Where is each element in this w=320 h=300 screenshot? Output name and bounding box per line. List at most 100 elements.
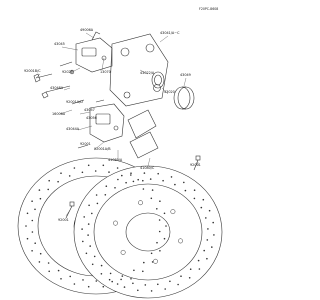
- caliper-body-upper: [75, 31, 113, 73]
- disc-hole: [73, 283, 76, 285]
- disc-hole: [102, 285, 105, 288]
- disc-hole: [116, 167, 119, 169]
- disc-hole: [142, 188, 145, 190]
- disc-hole: [121, 275, 124, 277]
- part-label-92001c: 92001A/B: [94, 147, 111, 151]
- disc-hole: [180, 275, 182, 278]
- disc-hole: [130, 174, 132, 176]
- disc-hole: [188, 277, 191, 279]
- disc-hole: [114, 187, 116, 189]
- disc-hole: [111, 280, 113, 283]
- part-label-43048a: 43048A: [50, 86, 64, 90]
- disc-hole: [212, 221, 214, 224]
- disc-hole: [89, 245, 91, 247]
- part-label-49006a: 49006A: [80, 28, 94, 32]
- disc-hole: [159, 250, 161, 252]
- disc-hole: [159, 200, 161, 202]
- disc-hole: [100, 264, 103, 267]
- part-label-43044a: 43044A: [66, 127, 80, 131]
- disc-hole: [151, 189, 154, 191]
- part-label-43049: 43049: [180, 73, 191, 77]
- disc-hole: [143, 261, 145, 264]
- disc-mount-hole: [120, 249, 126, 255]
- disc-hole: [158, 230, 161, 233]
- disc-hole: [183, 181, 185, 184]
- disc-hole: [165, 225, 167, 227]
- disc-hole: [83, 216, 85, 218]
- disc-hole: [211, 246, 213, 248]
- disc-hole: [164, 288, 166, 290]
- disc-hole: [91, 212, 93, 215]
- disc-hole: [94, 170, 97, 172]
- disc-hole: [125, 181, 127, 184]
- disc-hole: [95, 194, 98, 196]
- disc-hole: [158, 219, 161, 221]
- disc-hole: [156, 208, 158, 210]
- disc-hole: [142, 270, 144, 273]
- disc-hole: [202, 198, 205, 201]
- part-label-43056: 43056: [86, 116, 97, 120]
- disc-hole: [144, 284, 147, 286]
- disc-hole: [108, 278, 111, 281]
- figure-code: F20PC-8608: [199, 7, 219, 11]
- parts-diagram-page: F20PC-8608 49006A 43041/A~C 43045 92001B…: [17, 7, 223, 299]
- disc-hole: [88, 204, 90, 207]
- disc-hole: [87, 164, 90, 167]
- disc-hole: [137, 289, 139, 292]
- disc-hole: [174, 183, 176, 186]
- disc-hole: [31, 200, 33, 202]
- disc-mount-hole: [153, 258, 158, 264]
- disc-hole: [109, 272, 112, 275]
- disc-hole: [162, 179, 164, 182]
- disc-hole: [87, 223, 90, 225]
- disc-hole: [31, 250, 33, 252]
- disc-hole: [102, 164, 105, 167]
- disc-hole: [68, 175, 71, 177]
- disc-hole: [184, 189, 187, 192]
- disc-hole: [193, 189, 196, 191]
- disc-hole: [87, 285, 90, 288]
- disc-hole: [60, 172, 62, 174]
- disc-hole: [26, 212, 29, 215]
- disc-hole: [198, 268, 201, 270]
- disc-hole: [123, 286, 126, 288]
- disc-hole: [87, 234, 89, 236]
- disc-hole: [31, 219, 34, 222]
- caliper-bracket: [109, 33, 169, 107]
- part-label-13070: 13070: [100, 70, 111, 74]
- disc-mount-hole: [170, 209, 176, 215]
- leader-lines: [35, 32, 199, 217]
- disc-hole: [96, 202, 99, 205]
- disc-hole: [121, 174, 123, 177]
- disc-hole: [156, 241, 158, 244]
- disc-drill-holes: [25, 164, 215, 292]
- caliper-body-lower: [89, 103, 125, 143]
- disc-hole: [132, 282, 134, 285]
- disc-hole: [150, 197, 153, 200]
- disc-hole: [105, 185, 108, 187]
- disc-hole: [137, 178, 139, 181]
- disc-hole: [189, 268, 192, 271]
- disc-hole: [95, 280, 98, 282]
- disc-hole: [197, 259, 200, 262]
- disc-hole: [213, 234, 215, 236]
- piston-and-seal: [151, 71, 195, 110]
- disc-hole: [31, 231, 34, 233]
- part-label-92001b: 92001B/C: [24, 69, 41, 73]
- disc-hole: [177, 283, 179, 286]
- disc-hole: [142, 179, 144, 182]
- disc-hole: [150, 252, 153, 255]
- part-label-43022a: 43022/A: [140, 71, 155, 75]
- disc-hole: [57, 180, 59, 183]
- disc-hole: [193, 197, 196, 200]
- disc-hole: [100, 273, 103, 275]
- part-label-41080b: 41080/A: [108, 158, 123, 162]
- disc-mount-hole: [113, 220, 118, 226]
- disc-hole: [48, 270, 50, 273]
- disc-hole: [169, 280, 171, 283]
- disc-hole: [82, 279, 84, 281]
- disc-hole: [39, 252, 42, 255]
- disc-hole: [85, 252, 88, 255]
- rotor-bolts: [65, 155, 201, 219]
- brake-pads: [127, 109, 159, 159]
